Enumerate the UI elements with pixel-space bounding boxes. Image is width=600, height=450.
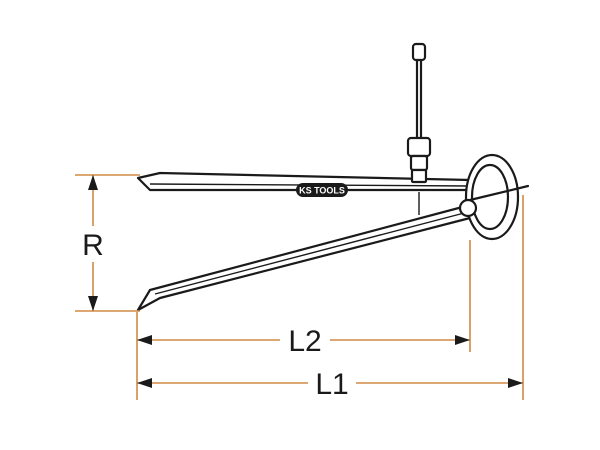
lower-leg [136, 203, 472, 312]
radius-dimension: R [75, 174, 140, 312]
overall-length-label: L1 [315, 368, 348, 401]
radius-label: R [82, 229, 104, 262]
hinge-disk [458, 153, 530, 241]
adjustment-rod [406, 42, 432, 215]
brand-logo: KS TOOLS [296, 183, 348, 197]
inner-length-dimension: L2 [136, 240, 471, 400]
overall-length-dimension: L1 [137, 195, 524, 401]
brand-logo-text: KS TOOLS [299, 186, 345, 196]
inner-length-label: L2 [288, 325, 321, 358]
